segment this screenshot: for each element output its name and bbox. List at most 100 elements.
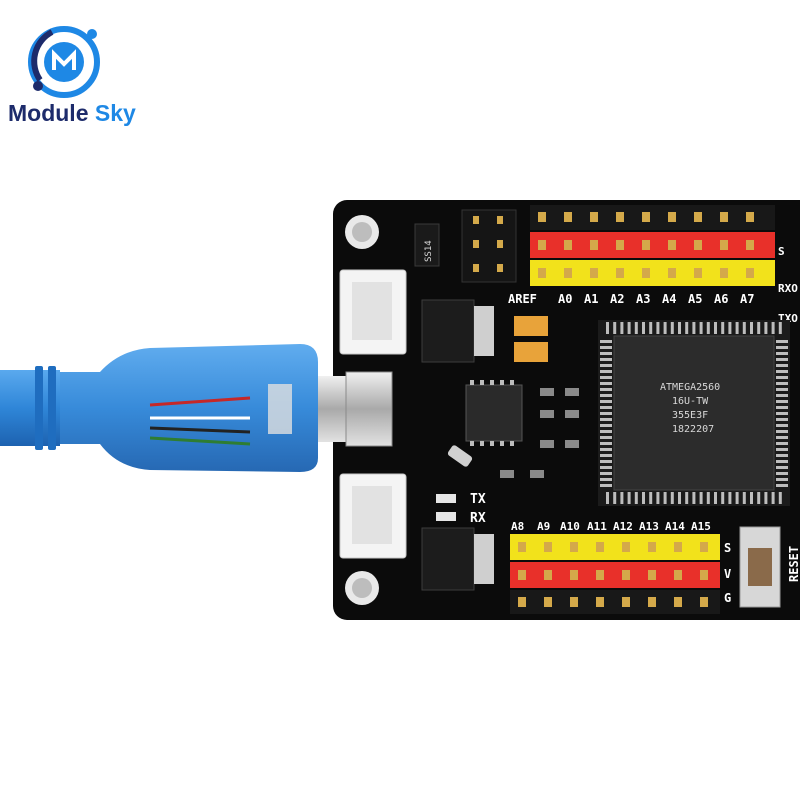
usb-cable bbox=[0, 344, 393, 472]
pin-label-a15: A15 bbox=[691, 520, 711, 533]
mcu-lead bbox=[642, 492, 645, 504]
header-pin bbox=[648, 570, 656, 580]
mcu-lead bbox=[776, 376, 788, 379]
mcu-lead bbox=[634, 322, 638, 334]
header-pin bbox=[746, 212, 754, 222]
header-pin bbox=[518, 597, 526, 607]
mcu-lead bbox=[728, 322, 732, 334]
mcu-lead bbox=[634, 492, 638, 504]
chip-marking-3: 355E3F bbox=[672, 410, 708, 421]
header-pin bbox=[616, 268, 624, 278]
mcu-lead bbox=[776, 448, 788, 451]
mcu-lead bbox=[670, 492, 674, 504]
header-pin bbox=[564, 240, 572, 250]
pin-label-a5: A5 bbox=[688, 292, 702, 306]
mcu-lead bbox=[613, 322, 617, 334]
mcu-lead bbox=[627, 322, 631, 334]
mcu-lead bbox=[600, 448, 612, 451]
header-pin bbox=[570, 542, 578, 552]
pin-label-a3: A3 bbox=[636, 292, 650, 306]
header-pin bbox=[590, 268, 598, 278]
header-pin bbox=[518, 542, 526, 552]
pin-label-a7: A7 bbox=[740, 292, 754, 306]
header-pin bbox=[700, 542, 708, 552]
mcu-lead bbox=[776, 406, 788, 409]
header-pin bbox=[746, 268, 754, 278]
header-pin bbox=[694, 240, 702, 250]
mcu-lead bbox=[663, 492, 667, 504]
mcu-lead bbox=[757, 492, 761, 504]
mcu-lead bbox=[764, 322, 768, 334]
mcu-lead bbox=[776, 358, 788, 361]
mcu-lead bbox=[656, 492, 660, 504]
pcb-board: SS14 AREF A0 A1 A2 A3 A4 A5 A6 A7 S RXO … bbox=[333, 200, 800, 620]
header-pin bbox=[746, 240, 754, 250]
right-label-rxo: RXO bbox=[778, 282, 798, 295]
mcu-lead bbox=[600, 364, 612, 367]
header-pin bbox=[674, 597, 682, 607]
mcu-lead bbox=[750, 492, 753, 504]
mcu-lead bbox=[600, 352, 612, 355]
pin-label-a2: A2 bbox=[610, 292, 624, 306]
top-pin-labels: AREF A0 A1 A2 A3 A4 A5 A6 A7 bbox=[508, 292, 754, 306]
mcu-lead bbox=[663, 322, 667, 334]
pin-label-a1: A1 bbox=[584, 292, 598, 306]
header-pin bbox=[616, 212, 624, 222]
header-pin bbox=[564, 268, 572, 278]
brand-name-part2: Sky bbox=[94, 100, 136, 126]
mcu-lead bbox=[620, 322, 624, 334]
header-pin bbox=[538, 268, 546, 278]
right-label-s: S bbox=[778, 245, 785, 258]
mcu-lead bbox=[714, 492, 717, 504]
led-label-rx: RX bbox=[470, 511, 486, 526]
header-pin bbox=[668, 212, 676, 222]
header-pin bbox=[570, 570, 578, 580]
mcu-lead bbox=[706, 322, 710, 334]
mcu-lead bbox=[600, 412, 612, 415]
mcu-lead bbox=[776, 484, 788, 487]
mcu-lead bbox=[750, 322, 753, 334]
reset-button bbox=[739, 526, 781, 608]
mcu-lead bbox=[776, 394, 788, 397]
mcu-lead bbox=[735, 492, 739, 504]
mcu-lead bbox=[728, 492, 732, 504]
mcu-lead bbox=[600, 466, 612, 469]
reset-label: RESET bbox=[787, 546, 800, 582]
bottom-pin-labels: A8 A9 A10 A11 A12 A13 A14 A15 bbox=[511, 520, 711, 533]
mcu-lead bbox=[600, 406, 612, 409]
header-pin bbox=[596, 570, 604, 580]
chip-marking-2: 16U-TW bbox=[672, 396, 709, 407]
header-pin bbox=[590, 212, 598, 222]
header-pin bbox=[642, 240, 650, 250]
mcu-lead bbox=[600, 436, 612, 439]
mcu-lead bbox=[706, 492, 710, 504]
mcu-lead bbox=[776, 430, 788, 433]
mcu-lead bbox=[771, 492, 775, 504]
pin-label-a11: A11 bbox=[587, 520, 607, 533]
pin-label-a6: A6 bbox=[714, 292, 728, 306]
mcu-lead bbox=[721, 492, 725, 504]
mcu-lead bbox=[649, 322, 653, 334]
mcu-lead bbox=[778, 322, 782, 334]
header-pin bbox=[590, 240, 598, 250]
mcu-lead bbox=[600, 460, 612, 463]
header-pin bbox=[700, 597, 708, 607]
pin-label-a8: A8 bbox=[511, 520, 524, 533]
mcu-lead bbox=[771, 322, 775, 334]
mcu-lead bbox=[600, 340, 612, 343]
mcu-lead bbox=[600, 382, 612, 385]
mcu-lead bbox=[776, 460, 788, 463]
header-pin bbox=[544, 597, 552, 607]
mcu-lead bbox=[776, 478, 788, 481]
mcu-lead bbox=[600, 418, 612, 421]
pin-label-a10: A10 bbox=[560, 520, 580, 533]
brand-name: Module Sky bbox=[8, 100, 136, 127]
brand-name-part1: Module bbox=[8, 100, 89, 126]
mcu-lead bbox=[692, 492, 696, 504]
mcu-lead bbox=[776, 346, 788, 349]
mcu-lead bbox=[776, 466, 788, 469]
mcu-lead bbox=[757, 322, 761, 334]
header-pin bbox=[544, 542, 552, 552]
